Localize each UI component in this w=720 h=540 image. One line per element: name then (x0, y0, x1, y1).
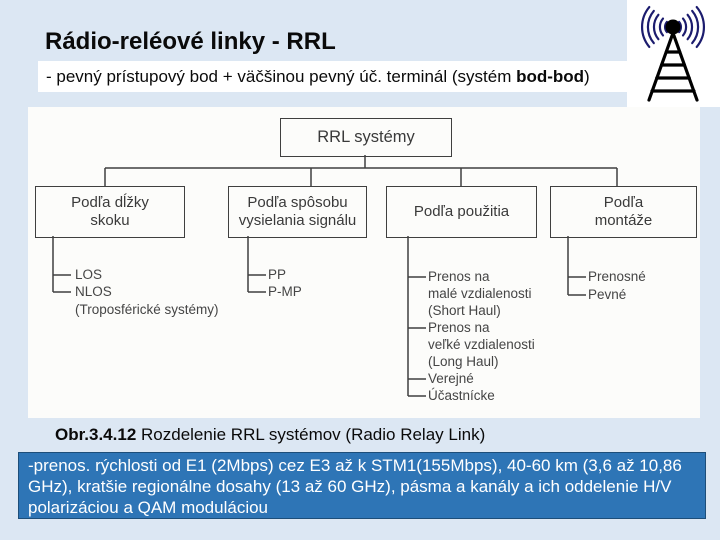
branch-label: Podľa montáže (594, 194, 653, 229)
subtitle-text: - pevný prístupový bod + väčšinou pevný … (46, 67, 517, 86)
leaf-item: LOS (75, 267, 103, 282)
branch-box-signal-transmission: Podľa spôsobu vysielania signálu (228, 186, 367, 238)
branch-label: Podľa spôsobu vysielania signálu (238, 194, 357, 229)
leaf-item: malé vzdialenosti (428, 286, 532, 301)
leaf-item: PP (268, 267, 287, 282)
leaf-item: Prenos na (428, 269, 490, 284)
subtitle-bold-text: bod-bod (516, 67, 585, 86)
leaf-item: NLOS (75, 284, 112, 299)
radio-tower-icon (640, 6, 706, 102)
leaf-item: Prenosné (588, 269, 646, 284)
leaf-item: (Troposférické systémy) (75, 302, 219, 317)
leaf-item: veľké vzdialenosti (428, 337, 535, 352)
leaf-item: Verejné (428, 371, 474, 386)
leaf-item: Pevné (588, 287, 627, 302)
slide-title: Rádio-reléové linky - RRL (45, 28, 336, 55)
leaf-item: P-MP (268, 284, 302, 299)
diagram-root-label: RRL systémy (317, 128, 415, 146)
leaf-item: Účastnícke (428, 388, 495, 403)
branch-box-hop-length: Podľa dĺžky skoku (35, 186, 185, 238)
figure-caption-text: Rozdelenie RRL systémov (Radio Relay Lin… (136, 425, 486, 444)
branch-box-usage: Podľa použitia (386, 186, 537, 238)
antenna-logo (627, 0, 720, 107)
branch-label: Podľa dĺžky skoku (71, 194, 149, 229)
leaf-item: (Short Haul) (428, 303, 501, 318)
diagram-root-box: RRL systémy (280, 118, 452, 157)
diagram-connectors (52, 155, 618, 397)
footer-note: -prenos. rýchlosti od E1 (2Mbps) cez E3 … (18, 452, 706, 519)
branch-box-mounting: Podľa montáže (550, 186, 697, 238)
leaf-item: (Long Haul) (428, 354, 499, 369)
leaf-item: Prenos na (428, 320, 490, 335)
diagram-panel: RRL systémy Podľa dĺžky skoku Podľa spôs… (28, 107, 700, 418)
slide-subtitle: - pevný prístupový bod + väčšinou pevný … (38, 61, 632, 92)
figure-caption: Obr.3.4.12 Rozdelenie RRL systémov (Radi… (55, 425, 485, 445)
branch-label: Podľa použitia (413, 203, 510, 221)
subtitle-suffix: ) (584, 67, 590, 86)
figure-number: Obr.3.4.12 (55, 425, 137, 444)
